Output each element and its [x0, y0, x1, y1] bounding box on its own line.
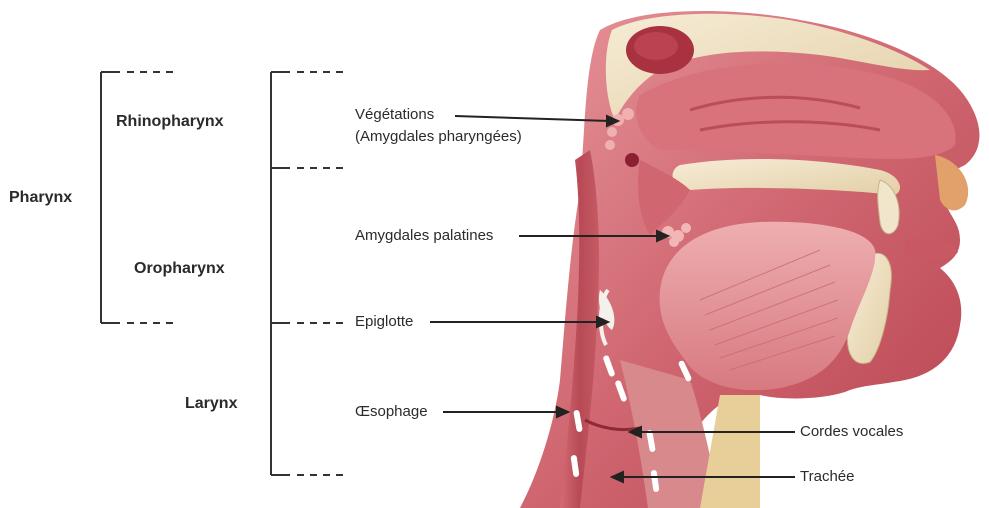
label-amygdales-pharyngees: (Amygdales pharyngées) — [355, 128, 522, 146]
label-vegetations: Végétations — [355, 106, 434, 124]
label-cordes-vocales: Cordes vocales — [800, 423, 903, 441]
label-trachee: Trachée — [800, 468, 854, 486]
label-oesophage: Œsophage — [355, 403, 428, 421]
label-epiglotte: Epiglotte — [355, 313, 413, 331]
label-oropharynx: Oropharynx — [134, 260, 225, 278]
label-larynx: Larynx — [185, 395, 237, 413]
label-amygdales-palatines: Amygdales palatines — [355, 227, 493, 245]
label-pharynx: Pharynx — [9, 189, 72, 207]
label-rhinopharynx: Rhinopharynx — [116, 113, 224, 131]
vegetations-arrow — [455, 116, 610, 121]
